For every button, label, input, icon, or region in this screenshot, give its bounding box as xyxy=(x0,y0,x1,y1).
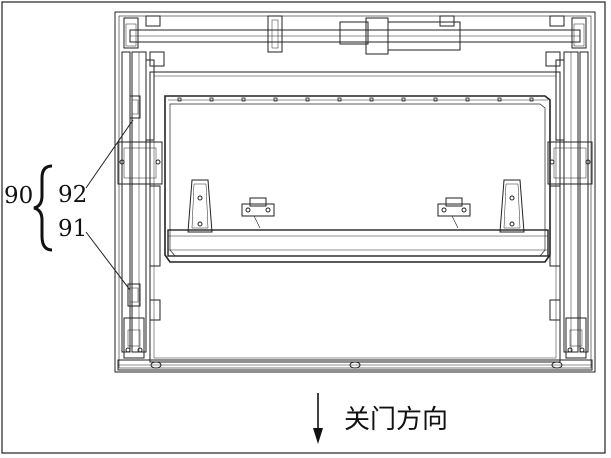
outer-frame xyxy=(114,11,596,373)
direction-arrow xyxy=(313,393,323,444)
guide-clip-left xyxy=(241,197,275,229)
inner-panel xyxy=(149,71,561,363)
right-guide-column xyxy=(545,51,593,359)
leader-lines xyxy=(85,119,134,291)
hanger-bracket-left xyxy=(187,179,213,233)
sill-beam xyxy=(167,229,549,257)
frame-assembly xyxy=(114,11,596,373)
door-hole-row xyxy=(177,97,534,102)
leader-line-92 xyxy=(85,119,134,189)
leader-line-91 xyxy=(85,231,131,291)
label-90: 90 xyxy=(4,183,33,209)
hanger-bracket-right xyxy=(499,179,525,233)
label-92: 92 xyxy=(58,182,87,208)
door-leaf xyxy=(164,95,551,263)
group-brace xyxy=(33,164,53,252)
guide-clip-right xyxy=(437,197,471,229)
label-91: 91 xyxy=(58,216,87,242)
direction-label: 关门方向 xyxy=(344,405,448,435)
left-guide-column xyxy=(117,51,165,359)
figure-border xyxy=(1,1,606,454)
motor xyxy=(339,21,369,45)
